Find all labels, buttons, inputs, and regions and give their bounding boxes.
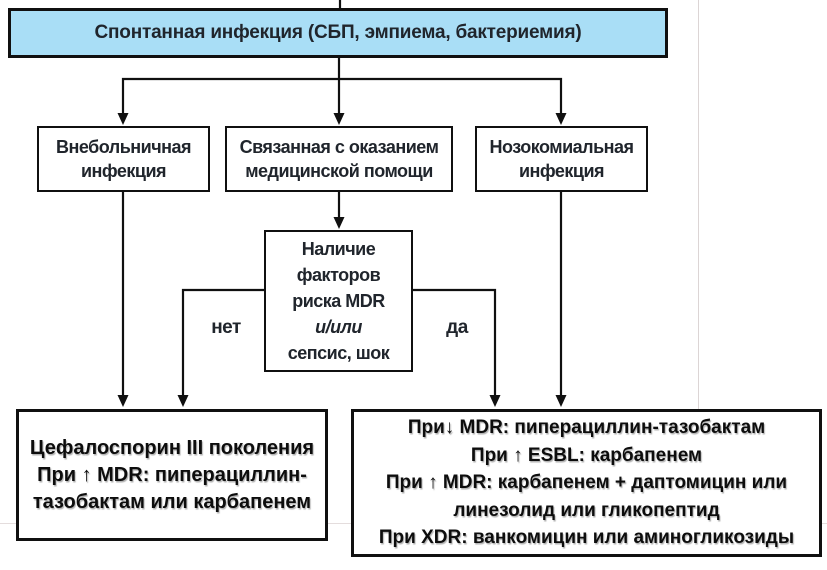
arrow-down-outcome-right-1 [489, 395, 501, 407]
risk-yes-branch-line [411, 288, 497, 398]
header-spontaneous-infection: Спонтанная инфекция (СБП, эмпиема, бакте… [8, 8, 668, 58]
page-edge-vertical-line [698, 0, 699, 409]
arrow-down-outcome-right-2 [555, 395, 567, 407]
arrow-down-healthcare [333, 113, 345, 125]
box-mdr-risk-factors: Наличие факторов риска MDR и/или сепсис,… [264, 230, 413, 372]
arrowheads [117, 113, 567, 407]
outcome-left-line-2: При ↑ MDR: пиперациллин- [37, 463, 307, 486]
top-branch-lines [121, 56, 563, 117]
nosocomial-label: Нозокомиальная инфекция [489, 137, 634, 181]
community-label: Внебольничная инфекция [55, 137, 192, 181]
outcome-right-line-4: линезолид или гликопептид [453, 499, 720, 521]
risk-line-2: факторов [296, 265, 381, 285]
risk-line-5: сепсис, шок [287, 343, 390, 363]
risk-line-1: Наличие [301, 239, 376, 259]
outcome-right-line-5: При XDR: ванкомицин или аминогликозиды [378, 527, 795, 549]
arrow-down-outcome-left-2 [177, 395, 189, 407]
decision-label-yes: да [446, 317, 468, 338]
risk-no-branch-line [181, 288, 266, 398]
arrow-down-outcome-left-1 [117, 395, 129, 407]
outcome-right-line-1: При↓ MDR: пиперациллин-тазобактам [407, 417, 766, 439]
box-treatment-mdr: При↓ MDR: пиперациллин-тазобактам При ↑ … [351, 409, 822, 557]
box-nosocomial-infection: Нозокомиальная инфекция [475, 126, 648, 192]
risk-line-4: и/или [315, 317, 362, 337]
outcome-right-line-3: При ↑ MDR: карбапенем + даптомицин или [385, 472, 788, 494]
flow-lines [121, 0, 563, 398]
box-healthcare-associated-infection: Связанная с оказанием медицинской помощи [225, 126, 453, 192]
box-community-acquired-infection: Внебольничная инфекция [37, 126, 210, 192]
box-treatment-no-mdr: Цефалоспорин III поколения При ↑ MDR: пи… [16, 409, 328, 541]
outcome-right-line-2: При ↑ ESBL: карбапенем [470, 444, 703, 466]
arrow-down-nosocomial [555, 113, 567, 125]
arrow-down-community [117, 113, 129, 125]
healthcare-label: Связанная с оказанием медицинской помощи [239, 137, 439, 181]
risk-line-3: риска MDR [292, 291, 385, 311]
decision-label-no: нет [211, 317, 241, 338]
arrow-down-risk [333, 217, 345, 229]
outcome-left-line-3: тазобактам или карбапенем [32, 490, 312, 513]
header-label: Спонтанная инфекция (СБП, эмпиема, бакте… [94, 22, 582, 43]
outcome-left-line-1: Цефалоспорин III поколения [29, 436, 315, 459]
